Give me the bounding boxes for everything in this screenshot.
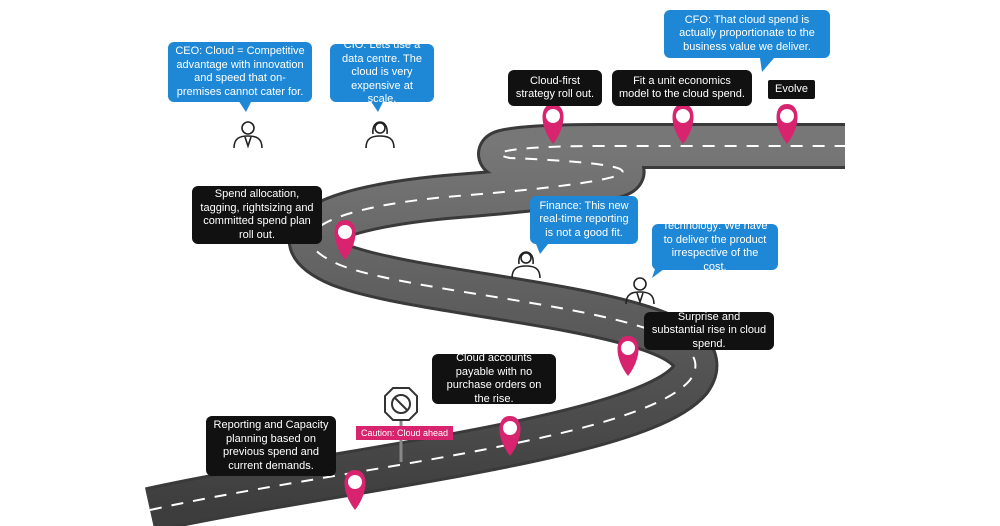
person-female-icon: [511, 251, 541, 279]
milestone-unit-economics: Fit a unit economics model to the cloud …: [612, 70, 752, 106]
caution-label: Caution: Cloud ahead: [356, 426, 454, 440]
bubble-tail: [536, 244, 548, 254]
pin-unit-economics: [672, 104, 694, 144]
road-center-line: [149, 145, 845, 511]
technology-speech-bubble: Technology: We have to deliver the produ…: [652, 220, 778, 273]
winding-road: [145, 123, 845, 526]
pin-surprise: [617, 336, 639, 376]
pin-reporting: [344, 470, 366, 510]
pin-accounts-payable: [499, 416, 521, 456]
milestone-reporting: Reporting and Capacity planning based on…: [206, 416, 336, 476]
pin-cloud-first: [542, 104, 564, 144]
person-icon: [233, 121, 263, 149]
milestone-accounts-payable: Cloud accounts payable with no purchase …: [432, 352, 556, 405]
cio-speech-bubble: CIO: Lets use a data centre. The cloud i…: [330, 39, 434, 105]
milestone-surprise: Surprise and substantial rise in cloud s…: [644, 311, 774, 350]
milestone-spend-allocation: Spend allocation, tagging, rightsizing a…: [192, 186, 322, 244]
ceo-speech-bubble: CEO: Cloud = Competitive advantage with …: [168, 42, 312, 102]
person-female-icon: [365, 121, 395, 149]
bubble-tail: [238, 100, 252, 112]
pin-evolve: [776, 104, 798, 144]
bubble-tail: [370, 100, 384, 112]
milestone-evolve: Evolve: [768, 80, 816, 99]
bubble-tail: [760, 58, 774, 72]
no-entry-sign-icon: [384, 387, 418, 462]
cfo-speech-bubble: CFO: That cloud spend is actually propor…: [664, 10, 830, 58]
person-icon: [625, 277, 655, 305]
pin-spend-allocation: [334, 220, 356, 260]
milestone-cloud-first: Cloud-first strategy roll out.: [508, 70, 602, 106]
finance-speech-bubble: Finance: This new real-time reporting is…: [530, 196, 638, 244]
